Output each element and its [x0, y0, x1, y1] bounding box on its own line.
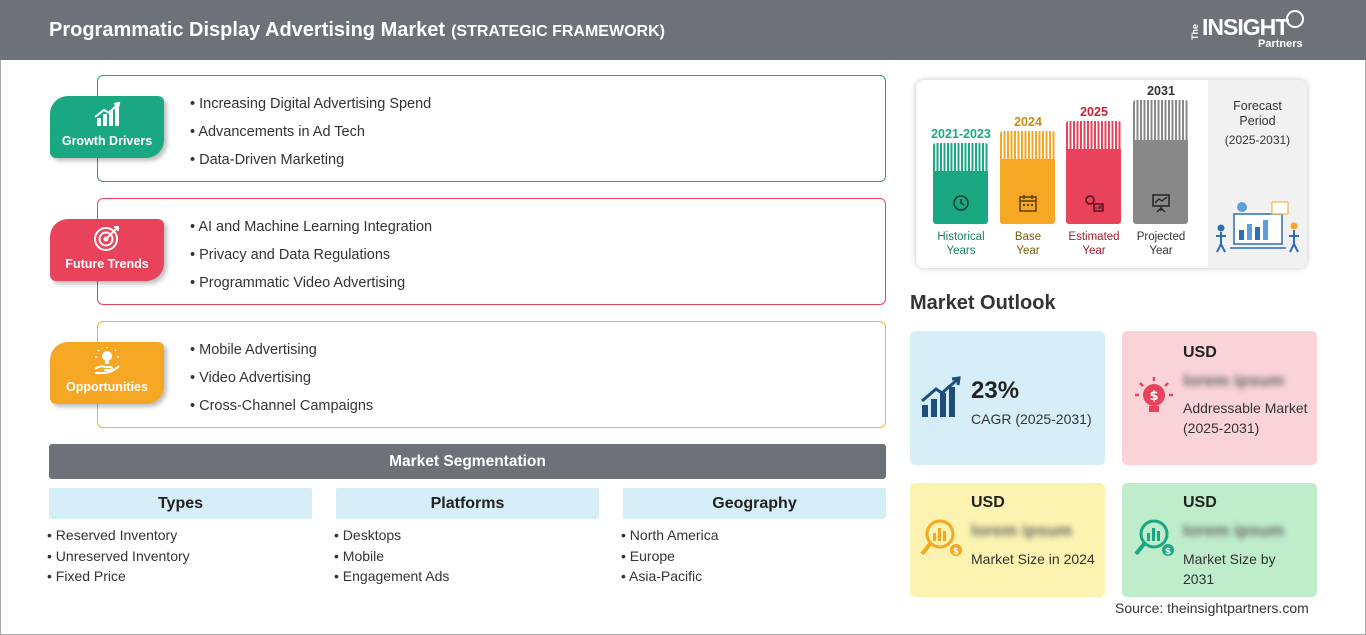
target-icon	[94, 226, 119, 251]
presentation-board-icon	[1152, 194, 1170, 213]
size-2031-value-blurred: lorem ipsum	[1183, 521, 1285, 540]
growth-drivers-box: • Increasing Digital Advertising Spend •…	[97, 75, 886, 182]
logo-the: The	[1190, 23, 1200, 40]
page-subtitle: (STRATEGIC FRAMEWORK)	[451, 23, 665, 40]
list-item: • Data-Driven Marketing	[190, 152, 345, 168]
market-segmentation-bar: Market Segmentation	[49, 444, 886, 479]
segment-geography: Geography • North America • Europe • Asi…	[621, 488, 886, 587]
future-trends-box: • AI and Machine Learning Integration • …	[97, 198, 886, 305]
list-item: • AI and Machine Learning Integration	[190, 219, 433, 235]
addressable-usd: USD	[1183, 344, 1217, 361]
forecast-range: (2025-2031)	[1224, 133, 1291, 147]
calendar-icon	[1019, 195, 1037, 212]
market-size-2024-card: $ USD lorem ipsum Market Size in 2024	[910, 483, 1105, 597]
opportunities-box: • Mobile Advertising • Video Advertising…	[97, 321, 886, 428]
size-2024-label: Market Size in 2024	[971, 551, 1095, 567]
timeline-bar	[1000, 131, 1055, 224]
addressable-value-blurred: lorem ipsum	[1183, 371, 1285, 390]
timeline-bar	[1133, 100, 1188, 224]
gears-chart-icon	[1085, 195, 1104, 212]
growth-drivers-label: Growth Drivers	[61, 134, 153, 148]
opportunities-label: Opportunities	[66, 380, 148, 394]
list-item: • Unreserved Inventory	[47, 547, 190, 564]
bar-stripes	[1000, 131, 1055, 159]
list-item: • Video Advertising	[190, 370, 311, 386]
list-item: • Cross-Channel Campaigns	[190, 398, 374, 414]
growth-chart-icon	[921, 376, 961, 417]
future-trends-label: Future Trends	[65, 257, 149, 271]
segment-header: Types	[49, 488, 312, 519]
list-item: • Fixed Price	[47, 568, 126, 584]
list-item: • Desktops	[334, 527, 402, 543]
list-item: • Europe	[621, 547, 675, 564]
segment-platforms: Platforms • Desktops • Mobile • Engageme…	[334, 488, 599, 587]
bar-stripes	[1066, 121, 1121, 149]
bar-stripes	[933, 143, 988, 171]
growth-drivers-list: • Increasing Digital Advertising Spend •…	[190, 94, 431, 178]
segment-types: Types • Reserved Inventory • Unreserved …	[47, 488, 312, 587]
market-outlook-title: Market Outlook	[910, 292, 1056, 314]
timeline-year: 2021-2023	[931, 127, 991, 141]
lightbulb-hand-icon	[94, 347, 120, 374]
svg-text:$: $	[1165, 547, 1171, 557]
list-item: • Advancements in Ad Tech	[190, 124, 365, 140]
timeline-year: 2025	[1080, 105, 1108, 119]
size-2024-value-blurred: lorem ipsum	[971, 521, 1073, 540]
logo-ring-icon	[1286, 10, 1304, 28]
lightbulb-dollar-icon: $	[1135, 377, 1173, 412]
svg-text:$: $	[1149, 389, 1158, 404]
size-2031-usd: USD	[1183, 494, 1217, 511]
analytics-people-icon	[1216, 201, 1299, 253]
opportunities-list: • Mobile Advertising • Video Advertising…	[190, 340, 373, 424]
segment-header: Geography	[623, 488, 886, 519]
size-2024-usd: USD	[971, 494, 1005, 511]
list-item: • Reserved Inventory	[47, 527, 178, 543]
magnifier-chart-icon: $	[1134, 519, 1174, 557]
market-size-2031-card: $ USD lorem ipsum Market Size by 2031	[1122, 483, 1317, 597]
timeline-bar	[933, 143, 988, 224]
list-item: • North America	[621, 527, 719, 543]
magnifier-chart-icon: $	[920, 519, 962, 557]
source-note: Source: theinsightpartners.com	[1115, 600, 1309, 616]
cagr-card: 23% CAGR (2025-2031)	[910, 331, 1105, 465]
opportunities-tag: Opportunities	[50, 342, 164, 404]
timeline-year: 2031	[1147, 84, 1175, 98]
future-trends-list: • AI and Machine Learning Integration • …	[190, 217, 432, 301]
addressable-label: Addressable Market (2025-2031)	[1183, 400, 1308, 436]
history-clock-icon	[953, 195, 969, 211]
addressable-market-card: $ USD lorem ipsum Addressable Market (20…	[1122, 331, 1317, 465]
logo-partners: Partners	[1258, 38, 1303, 50]
list-item: • Asia-Pacific	[621, 568, 703, 584]
future-trends-tag: Future Trends	[50, 219, 164, 281]
svg-text:$: $	[953, 547, 959, 557]
logo-insight: INSIGHT	[1202, 14, 1289, 40]
header-bar: Programmatic Display Advertising Market(…	[0, 0, 1366, 60]
list-item: • Mobile	[334, 547, 385, 564]
cagr-label: CAGR (2025-2031)	[971, 411, 1092, 427]
timeline-year: 2024	[1014, 115, 1042, 129]
page-title: Programmatic Display Advertising Market(…	[49, 19, 665, 41]
list-item: • Increasing Digital Advertising Spend	[190, 96, 432, 112]
list-item: • Engagement Ads	[334, 568, 450, 584]
list-item: • Mobile Advertising	[190, 342, 317, 358]
cagr-value: 23%	[971, 377, 1020, 404]
list-item: • Programmatic Video Advertising	[190, 275, 406, 291]
bar-stripes	[1133, 100, 1188, 140]
insight-partners-logo[interactable]: The INSIGHT Partners	[1190, 10, 1320, 54]
growth-chart-icon	[94, 101, 121, 126]
segment-header: Platforms	[336, 488, 599, 519]
timeline-bar	[1066, 121, 1121, 224]
list-item: • Privacy and Data Regulations	[190, 247, 391, 263]
size-2031-label: Market Size by 2031	[1183, 551, 1276, 587]
growth-drivers-tag: Growth Drivers	[50, 96, 164, 158]
